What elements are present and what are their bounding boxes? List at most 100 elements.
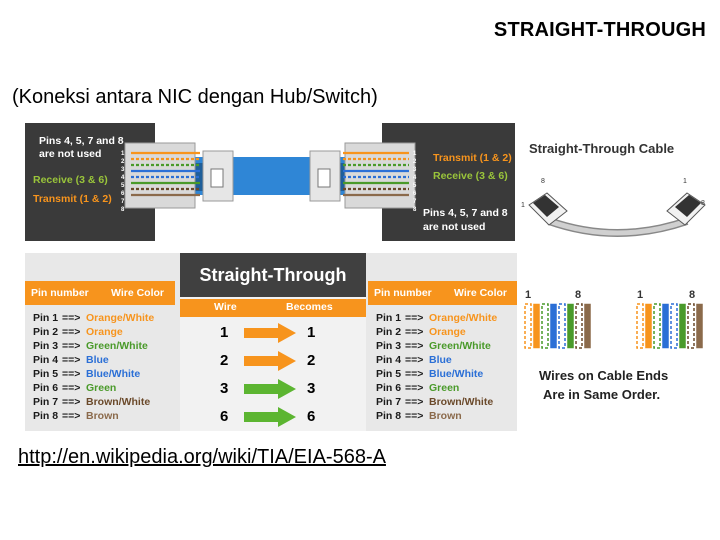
pin-label: Pin 7	[376, 396, 402, 408]
left-end-pin-8: 8	[575, 289, 581, 301]
pin-label: Pin 3	[33, 340, 59, 352]
pin-arrow: ==>	[62, 396, 81, 408]
right-pin-2: 2	[413, 159, 417, 165]
wire-color-label: Brown/White	[86, 396, 151, 408]
pin-label: Pin 6	[33, 382, 59, 394]
wire-strand	[533, 303, 540, 349]
right-pin-row: Pin 3==> Green/White	[376, 339, 497, 353]
pin-label: Pin 7	[33, 396, 59, 408]
left-pin-5: 5	[121, 183, 125, 189]
pin-label: Pin 6	[376, 382, 402, 394]
mapping-arrow-icon	[244, 407, 296, 427]
wire-number: 3	[220, 380, 229, 397]
wire-number: 2	[220, 352, 229, 369]
mapping-arrow-icon	[244, 351, 296, 371]
pin-arrow: ==>	[405, 368, 424, 380]
wire-ends-caption-line2: Are in Same Order.	[543, 387, 661, 402]
wire-color-label: Green	[429, 382, 460, 394]
pin-label: Pin 8	[33, 410, 59, 422]
wire-number: 6	[220, 408, 229, 425]
right-pin-row: Pin 4==>Blue	[376, 353, 497, 367]
pin-label: Pin 2	[33, 326, 59, 338]
left-pin-7: 7	[121, 199, 125, 205]
becomes-number: 6	[307, 408, 316, 425]
center-header: Wire Becomes	[180, 299, 366, 317]
left-pin-row: Pin 6==>Green	[33, 381, 154, 395]
left-pin-row: Pin 1==>Orange/White	[33, 311, 154, 325]
left-pin-3: 3	[121, 167, 125, 173]
pin-label: Pin 5	[33, 368, 59, 380]
wire-strand	[567, 303, 574, 349]
right-pin-7: 7	[413, 199, 417, 205]
wire-strand	[645, 303, 652, 349]
wire-color-label: Blue/White	[429, 368, 484, 380]
wire-color-label: Green/White	[86, 340, 148, 352]
label-left-bottom: 1	[521, 202, 525, 209]
pin-arrow: ==>	[405, 312, 424, 324]
pin-arrow: ==>	[62, 410, 81, 422]
wire-color-label: Blue	[429, 354, 452, 366]
wire-number: 1	[220, 324, 229, 341]
wire-strand	[584, 303, 591, 349]
pin-arrow: ==>	[405, 382, 424, 394]
wire-color-label: Orange/White	[429, 312, 498, 324]
right-plug-illustration	[666, 192, 706, 226]
right-pin-6: 6	[413, 191, 417, 197]
left-pin-2: 2	[121, 159, 125, 165]
wire-strand	[687, 303, 695, 349]
label-right-bottom: 8	[701, 200, 705, 207]
wire-strand	[524, 303, 532, 349]
receive-left-label: Receive (3 & 6)	[33, 174, 108, 186]
left-table-header: Pin number Wire Color	[25, 281, 175, 305]
left-header-color: Wire Color	[111, 287, 164, 299]
wire-color-label: Blue	[86, 354, 109, 366]
left-pin-8: 8	[121, 207, 125, 213]
wire-strand	[575, 303, 583, 349]
right-pin-row: Pin 6==> Green	[376, 381, 497, 395]
wire-ends-graphic: 1 8 1 8	[524, 289, 703, 349]
left-note-line1: Pins 4, 5, 7 and 8	[39, 135, 124, 147]
right-note-line2: are not used	[423, 221, 485, 233]
label-right-top: 1	[683, 178, 687, 185]
transmit-left-label: Transmit (1 & 2)	[33, 193, 112, 205]
pin-arrow: ==>	[405, 340, 424, 352]
connector-diagram: 1 2 3 4 5 6 7 8 1 2 3 4 5 6 7 8 Pins 4, …	[25, 123, 515, 241]
right-pin-5: 5	[413, 183, 417, 189]
right-pin-1: 1	[413, 151, 417, 157]
becomes-number: 3	[307, 380, 316, 397]
wire-strand	[558, 303, 566, 349]
pin-arrow: ==>	[405, 396, 424, 408]
becomes-number: 1	[307, 324, 316, 341]
wikipedia-link[interactable]: http://en.wikipedia.org/wiki/TIA/EIA-568…	[18, 446, 386, 468]
wire-ends-caption-line1: Wires on Cable Ends	[539, 368, 669, 383]
wire-color-label: Orange	[429, 326, 466, 338]
wire-strand	[550, 303, 557, 349]
pin-label: Pin 4	[376, 354, 402, 366]
becomes-number: 2	[307, 352, 316, 369]
pin-arrow: ==>	[405, 326, 424, 338]
pin-label: Pin 1	[376, 312, 402, 324]
pin-label: Pin 2	[376, 326, 402, 338]
pin-label: Pin 3	[376, 340, 402, 352]
left-note-line2: are not used	[39, 148, 101, 160]
wire-color-label: Green/White	[429, 340, 491, 352]
left-plug-illustration	[528, 192, 568, 226]
right-pin-row: Pin 5==> Blue/White	[376, 367, 497, 381]
page-title: STRAIGHT-THROUGH	[493, 19, 706, 41]
wire-strand	[696, 303, 703, 349]
left-pin-row: Pin 7==> Brown/White	[33, 395, 154, 409]
wire-strand	[653, 303, 661, 349]
wire-strand	[662, 303, 669, 349]
pin-label: Pin 5	[376, 368, 402, 380]
right-pin-row: Pin 7==>Brown/White	[376, 395, 497, 409]
right-pin-row: Pin 1==> Orange/White	[376, 311, 497, 325]
pin-arrow: ==>	[62, 326, 81, 338]
left-header-pin: Pin number	[31, 287, 89, 299]
label-left-top: 8	[541, 178, 545, 185]
